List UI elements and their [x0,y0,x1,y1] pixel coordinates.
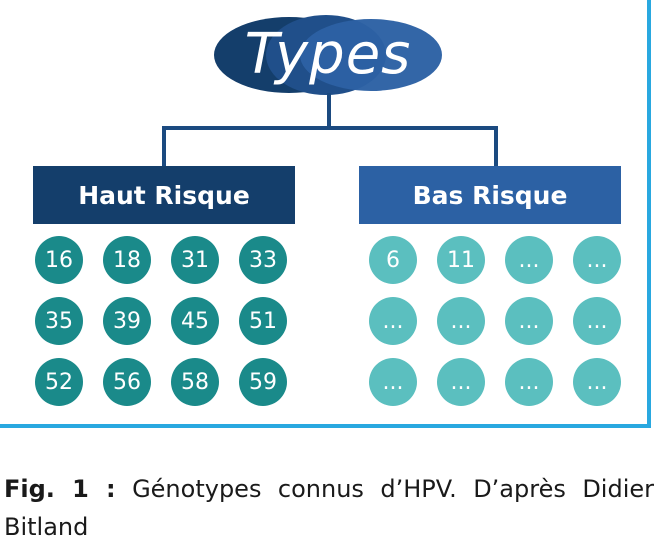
figure-frame [0,0,651,428]
figure-caption: Fig. 1 : Génotypes connus d’HPV. D’après… [4,470,654,546]
connector-vertical-top [327,93,331,128]
low-risk-type-circle: ... [437,297,485,345]
low-risk-type-circle: ... [369,297,417,345]
high-risk-type-circle: 56 [103,358,151,406]
high-risk-type-circle: 59 [239,358,287,406]
low-risk-type-circle: ... [573,236,621,284]
high-risk-type-circle: 35 [35,297,83,345]
low-risk-type-circle: 6 [369,236,417,284]
high-risk-type-circle: 18 [103,236,151,284]
high-risk-type-circle: 52 [35,358,83,406]
high-risk-header: Haut Risque [33,166,295,224]
title-ellipse-right [300,19,442,91]
high-risk-type-circle: 31 [171,236,219,284]
high-risk-type-circle: 58 [171,358,219,406]
low-risk-type-circle: ... [505,297,553,345]
caption-label: Fig. 1 : [4,475,116,503]
connector-horizontal [162,126,498,130]
connector-left-drop [162,126,166,166]
types-title: Types [244,21,412,87]
high-risk-type-circle: 39 [103,297,151,345]
low-risk-type-circle: ... [505,358,553,406]
low-risk-type-circle: ... [369,358,417,406]
high-risk-type-circle: 33 [239,236,287,284]
connector-right-drop [494,126,498,166]
low-risk-type-circle: ... [505,236,553,284]
low-risk-type-circle: ... [573,358,621,406]
high-risk-type-circle: 51 [239,297,287,345]
high-risk-type-circle: 16 [35,236,83,284]
high-risk-type-circle: 45 [171,297,219,345]
low-risk-type-circle: 11 [437,236,485,284]
low-risk-header: Bas Risque [359,166,621,224]
low-risk-type-circle: ... [437,358,485,406]
low-risk-type-circle: ... [573,297,621,345]
